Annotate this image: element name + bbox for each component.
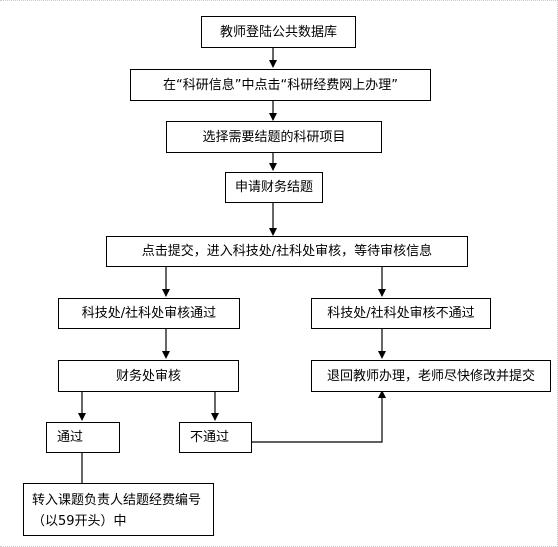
step-transfer-funds: 转入课题负责人结题经费编号（以59开头）中	[23, 483, 214, 536]
step-navigate: 在“科研信息”中点击“科研经费网上办理”	[130, 69, 431, 101]
step-login: 教师登陆公共数据库	[201, 16, 356, 48]
step-dept-approved: 科技处/社科处审核通过	[58, 298, 240, 329]
page-border-top	[0, 0, 558, 1]
step-finance-fail: 不通过	[179, 422, 252, 453]
step-apply-closure: 申请财务结题	[225, 172, 323, 203]
step-submit-review: 点击提交，进入科技处/社科处审核，等待审核信息	[106, 236, 468, 267]
step-finance-review: 财务处审核	[58, 360, 239, 392]
step-select-project: 选择需要结题的科研项目	[166, 121, 382, 153]
step-return-to-teacher: 退回教师办理，老师尽快修改并提交	[311, 360, 551, 392]
step-finance-pass: 通过	[46, 422, 120, 453]
arrow-fail-to-return	[251, 390, 386, 443]
step-dept-rejected: 科技处/社科处审核不通过	[311, 298, 491, 329]
